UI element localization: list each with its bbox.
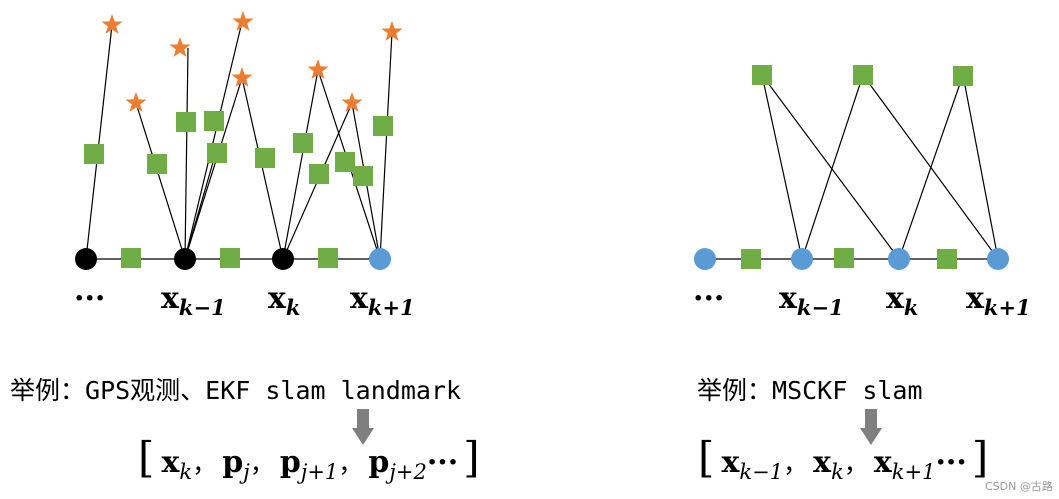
right-state-vector: [ xk−1， xk， xk+1··· ] [698, 433, 988, 484]
factor-square [176, 112, 196, 132]
factor-square [353, 166, 373, 186]
left-factor-graph: ··· xk−1 xk xk+1 举例：GPS观测、EKF slam landm… [10, 11, 480, 484]
factor-square [293, 133, 313, 153]
factor-square [220, 248, 240, 268]
state-label-ellipsis: ··· [74, 281, 105, 316]
state-node [888, 248, 910, 270]
factor-square [937, 249, 957, 269]
factor-square [752, 65, 772, 85]
factor-square [741, 249, 761, 269]
state-label: xk [268, 281, 300, 320]
factor-square [204, 111, 224, 131]
right-feature-edges [761, 74, 999, 260]
factor-square [255, 148, 275, 168]
landmark-star [307, 59, 329, 79]
left-down-arrow [352, 409, 374, 445]
state-node [75, 248, 97, 270]
factor-square [834, 248, 854, 268]
state-label: xk−1 [779, 281, 844, 320]
state-node [174, 248, 196, 270]
state-node [272, 248, 294, 270]
state-label-ellipsis: ··· [693, 281, 724, 316]
right-down-arrow [860, 409, 882, 445]
watermark: CSDN @古路 [985, 480, 1053, 493]
factor-square [318, 248, 338, 268]
right-factor-graph: ··· xk−1 xk xk+1 举例：MSCKF slam [ xk−1， x… [693, 65, 1031, 484]
factor-square [147, 154, 167, 174]
factor-square [373, 116, 393, 136]
factor-square [853, 65, 873, 85]
state-node [369, 248, 391, 270]
right-factors [741, 65, 973, 269]
factor-square [121, 248, 141, 268]
factor-square [84, 144, 104, 164]
left-factors [84, 111, 393, 268]
landmark-star [101, 14, 123, 34]
landmark-star [231, 67, 253, 87]
state-label: xk−1 [161, 281, 226, 320]
left-caption: 举例：GPS观测、EKF slam landmark [10, 376, 461, 405]
factor-square [207, 143, 227, 163]
state-label: xk+1 [350, 281, 415, 320]
state-node [791, 248, 813, 270]
landmark-star [232, 11, 254, 31]
factor-square [953, 66, 973, 86]
factor-square [309, 164, 329, 184]
left-landmark-edges [85, 21, 393, 260]
state-node [694, 248, 716, 270]
left-state-vector: [ xk， pj， pj+1， pj+2··· ] [138, 433, 480, 484]
state-label: xk+1 [966, 281, 1031, 320]
right-caption: 举例：MSCKF slam [697, 376, 923, 405]
landmark-star [125, 92, 147, 112]
state-node [987, 248, 1009, 270]
state-label: xk [886, 281, 918, 320]
factor-square [335, 152, 355, 172]
landmark-star [341, 92, 363, 112]
left-landmarks [101, 11, 403, 112]
